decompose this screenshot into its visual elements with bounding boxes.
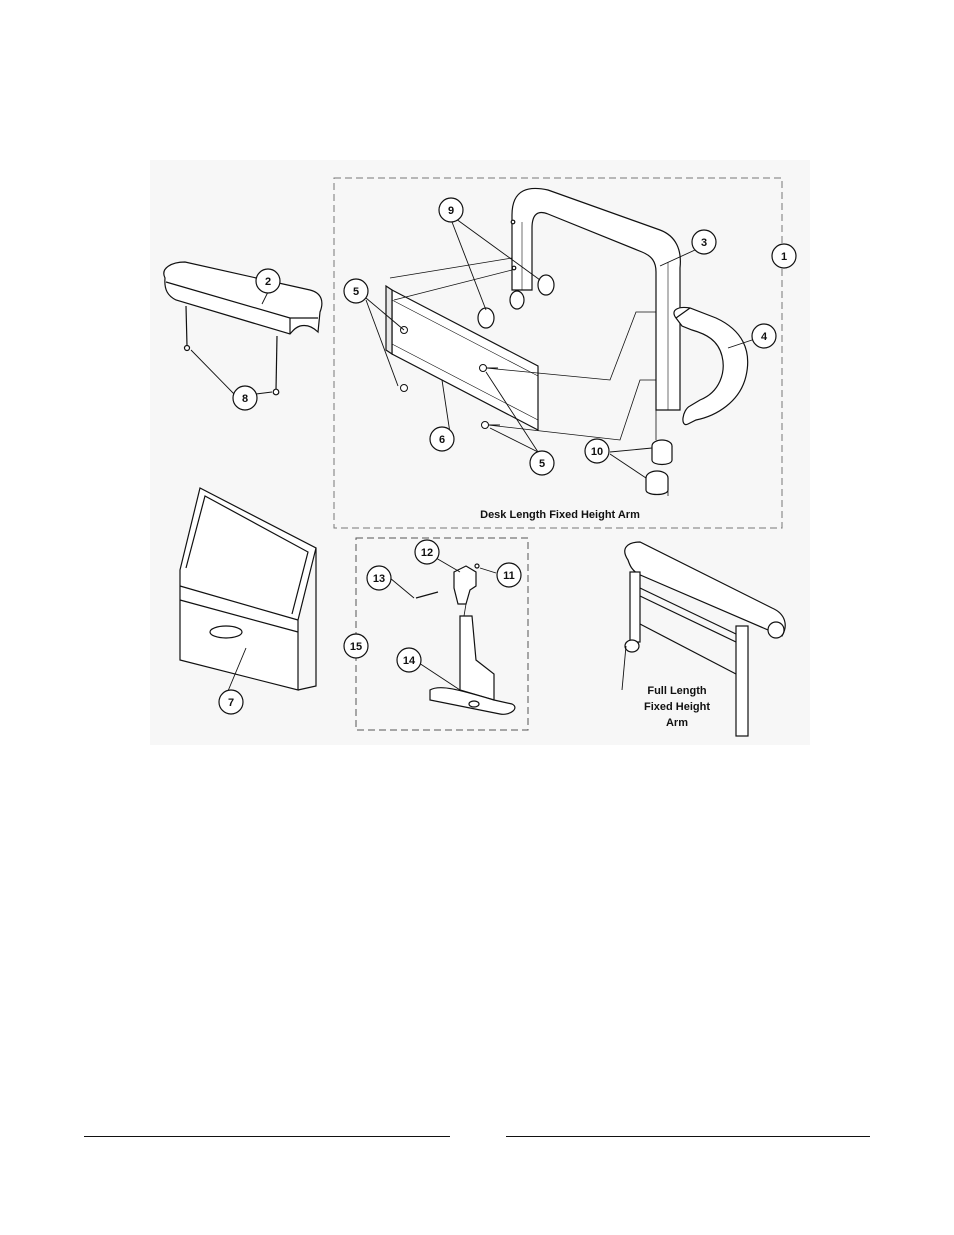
callout-15: 15 [343, 633, 369, 659]
callout-7: 7 [218, 689, 244, 715]
full-arm-caption-line-3: Arm [666, 717, 688, 729]
callout-8: 8 [232, 385, 258, 411]
full-arm-caption-line-1: Full Length [647, 685, 707, 697]
callout-7-label: 7 [228, 697, 234, 709]
callout-5-upper-label: 5 [353, 286, 359, 298]
callout-5-upper: 5 [343, 278, 369, 304]
tube-caps-part [645, 439, 673, 496]
footer-rule-left [84, 1136, 450, 1137]
callout-9-label: 9 [448, 205, 454, 217]
callout-8-label: 8 [242, 393, 248, 405]
callout-leader-lines [190, 215, 756, 692]
callout-11-label: 11 [503, 570, 515, 582]
desk-arm-leader-lines [389, 257, 669, 496]
callout-4-label: 4 [761, 331, 768, 343]
footer-rule-right [506, 1136, 870, 1137]
callout-4: 4 [751, 323, 777, 349]
callout-1-label: 1 [781, 251, 787, 263]
desk-arm-tube [511, 187, 681, 411]
callout-11: 11 [496, 562, 522, 588]
callout-6: 6 [429, 426, 455, 452]
callout-3: 3 [691, 229, 717, 255]
callout-2-label: 2 [265, 276, 271, 288]
callout-5-lower-label: 5 [539, 458, 545, 470]
callout-12-label: 12 [421, 547, 433, 559]
side-panel-part [385, 284, 539, 431]
callout-13-label: 13 [373, 573, 385, 585]
callout-15-label: 15 [350, 641, 362, 653]
callout-10-label: 10 [591, 446, 603, 458]
armpad-screws [183, 305, 280, 396]
callout-6-label: 6 [439, 434, 445, 446]
callout-2: 2 [255, 268, 281, 294]
desk-arm-caption: Desk Length Fixed Height Arm [480, 509, 640, 521]
callout-5-lower: 5 [529, 450, 555, 476]
clothing-guard-part [179, 487, 317, 691]
guard-bracket-part [415, 563, 516, 715]
callout-10: 10 [584, 438, 610, 464]
callout-14-label: 14 [403, 655, 416, 667]
callout-14: 14 [396, 647, 422, 673]
callout-9: 9 [438, 197, 464, 223]
callout-1: 1 [771, 243, 797, 269]
full-arm-caption-line-2: Fixed Height [644, 701, 710, 713]
armpad-part [163, 261, 323, 335]
desk-armpad-tube [673, 306, 749, 426]
bracket-leader-lines [463, 603, 467, 617]
full-length-arm-part [624, 541, 786, 737]
desk-arm-group-box [333, 177, 783, 529]
callout-13: 13 [366, 565, 392, 591]
callout-3-label: 3 [701, 237, 707, 249]
bushings-part [477, 219, 555, 329]
callout-12: 12 [414, 539, 440, 565]
